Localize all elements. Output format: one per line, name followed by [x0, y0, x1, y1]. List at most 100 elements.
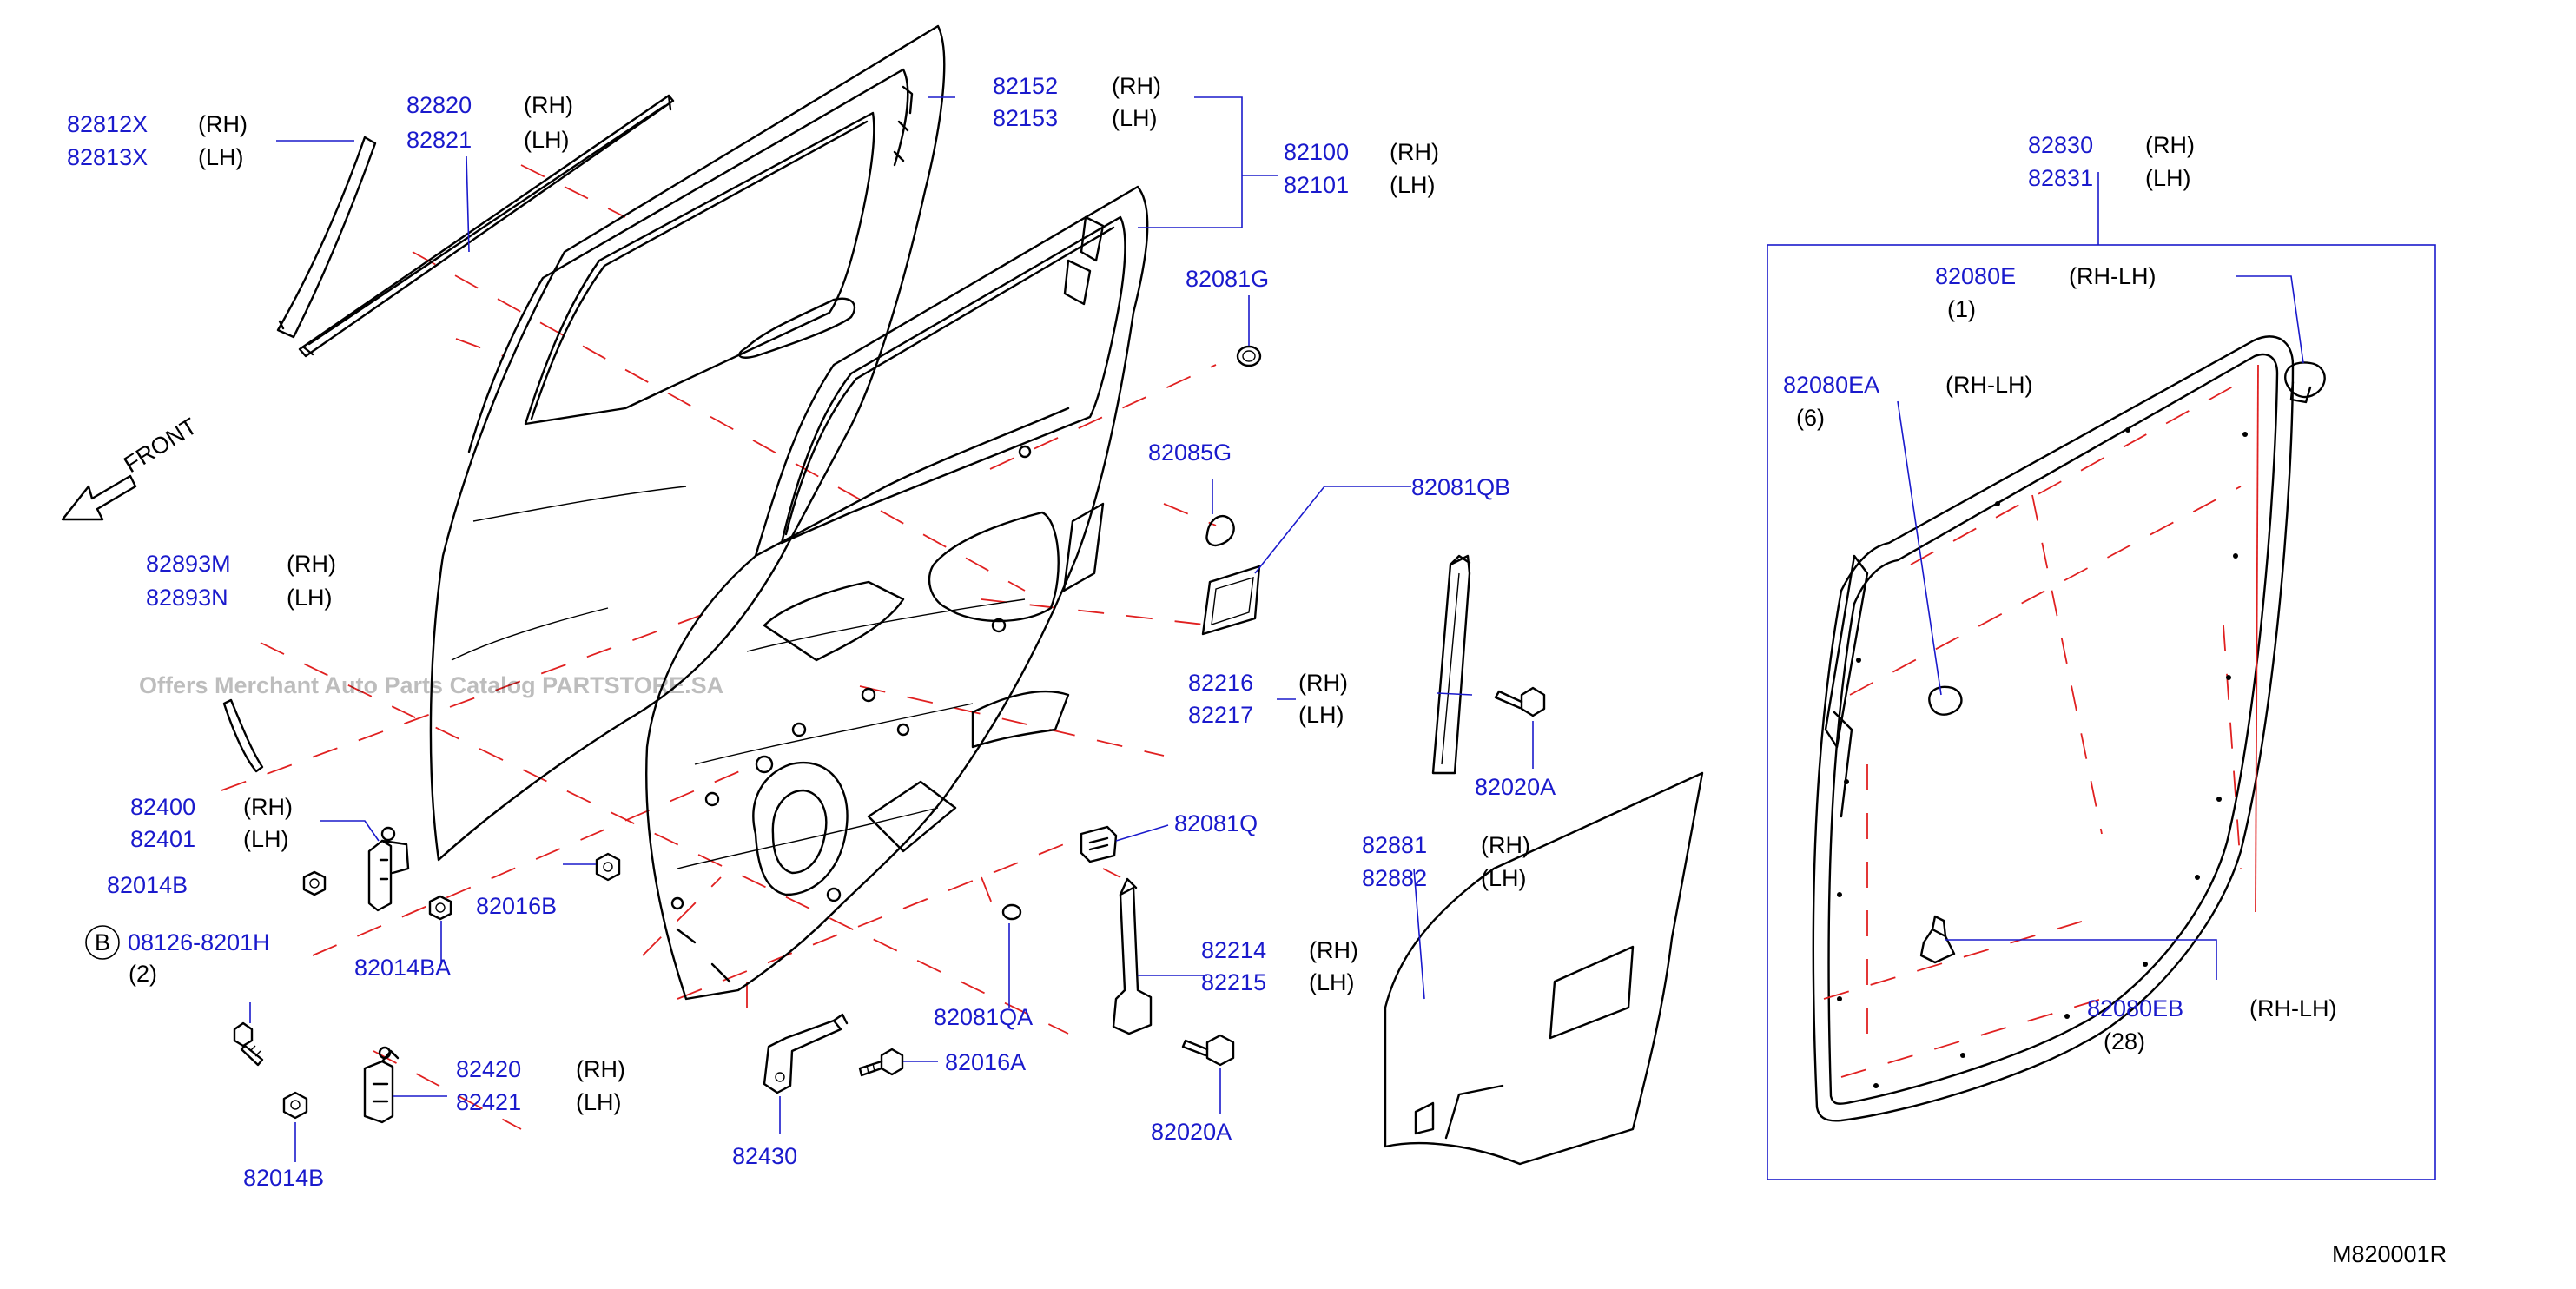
side-82217: (LH) [1298, 702, 1344, 728]
door-outside-weatherstrip-part [298, 94, 675, 358]
part-labels: 82812X (RH) 82813X (LH) 82820 (RH) 82821… [67, 73, 2447, 1267]
side-82881: (RH) [1481, 832, 1530, 858]
label-08126-8201H: 08126-8201H [128, 929, 270, 955]
qty-82080EA: (6) [1796, 405, 1825, 431]
bolt-82020a-top-part [1494, 686, 1546, 717]
lower-hinge-part [363, 1046, 400, 1124]
door-outer-panel [429, 24, 946, 862]
label-82820: 82820 [406, 92, 472, 118]
label-82100: 82100 [1284, 139, 1349, 165]
side-82215: (LH) [1309, 969, 1355, 995]
label-82430: 82430 [732, 1143, 797, 1169]
door-outer-moulding-part [276, 136, 377, 339]
qty-82080EB: (28) [2104, 1028, 2145, 1054]
label-82421: 82421 [456, 1089, 521, 1115]
label-82215: 82215 [1201, 969, 1266, 995]
side-82214: (RH) [1309, 937, 1358, 963]
side-82831: (LH) [2145, 165, 2191, 191]
door-inner-frame [645, 185, 1149, 1001]
side-82812X: (RH) [198, 111, 248, 137]
side-82420: (RH) [576, 1056, 625, 1082]
side-82216: (RH) [1298, 670, 1348, 696]
label-82821: 82821 [406, 127, 472, 153]
label-82831: 82831 [2028, 165, 2093, 191]
leader-lines [249, 96, 2304, 1162]
label-82080E: 82080E [1935, 263, 2016, 289]
side-82401: (LH) [243, 826, 289, 852]
side-82080EB: (RH-LH) [2249, 995, 2337, 1021]
label-82217: 82217 [1188, 702, 1253, 728]
label-82420: 82420 [456, 1056, 521, 1082]
cap-82085g-part [1205, 515, 1235, 547]
label-82893M: 82893M [146, 551, 231, 577]
label-82020A-bottom: 82020A [1151, 1119, 1232, 1145]
side-82153: (LH) [1112, 105, 1158, 131]
label-82081Q: 82081Q [1174, 810, 1258, 836]
side-82882: (LH) [1481, 865, 1527, 891]
label-82085G: 82085G [1148, 440, 1232, 466]
upper-hinge-part [367, 826, 410, 912]
side-82101: (LH) [1390, 172, 1436, 198]
side-82821: (LH) [524, 127, 570, 153]
label-82882: 82882 [1362, 865, 1427, 891]
side-82893M: (RH) [287, 551, 336, 577]
label-82014B-top: 82014B [107, 872, 188, 898]
side-82421: (LH) [576, 1089, 622, 1115]
label-82016A: 82016A [945, 1049, 1026, 1075]
label-82016B: 82016B [476, 893, 557, 919]
label-82152: 82152 [993, 73, 1058, 99]
front-arrow-icon [61, 474, 137, 521]
hinge-nut-part [302, 870, 327, 896]
label-82401: 82401 [130, 826, 195, 852]
bolt-08126-part [233, 1021, 264, 1067]
bolt-82020a-bottom-part [1181, 1034, 1235, 1067]
side-82813X: (LH) [198, 144, 244, 170]
b-circle-label: B [95, 929, 110, 955]
label-82080EA: 82080EA [1783, 372, 1879, 398]
side-82100: (RH) [1390, 139, 1439, 165]
seal-82081qb-part [1201, 565, 1261, 636]
label-82813X: 82813X [67, 144, 148, 170]
label-82893N: 82893N [146, 585, 228, 611]
side-82893N: (LH) [287, 585, 333, 611]
grommet-82081g-part [1236, 345, 1262, 367]
watermark: Offers Merchant Auto Parts Catalog PARTS… [139, 672, 723, 698]
qty-82080E: (1) [1947, 296, 1976, 322]
b-circle-icon [85, 925, 120, 960]
label-82101: 82101 [1284, 172, 1349, 198]
label-82216: 82216 [1188, 670, 1253, 696]
label-82014BA: 82014BA [354, 955, 451, 981]
label-82080EB: 82080EB [2087, 995, 2183, 1021]
bolt-82016b-part [595, 852, 621, 882]
front-label: FRONT [119, 413, 201, 478]
qty-08126: (2) [129, 961, 157, 987]
side-82820: (RH) [524, 92, 573, 118]
label-82153: 82153 [993, 105, 1058, 131]
door-sash-82214-part [1112, 877, 1153, 1035]
label-82014B-bottom: 82014B [243, 1165, 324, 1191]
label-82020A-top: 82020A [1475, 774, 1556, 800]
alignment-lines [221, 164, 1217, 1130]
door-trim-panel-part [1384, 771, 1704, 1166]
label-82812X: 82812X [67, 111, 148, 137]
label-82081QB: 82081QB [1411, 474, 1510, 500]
label-82214: 82214 [1201, 937, 1266, 963]
label-82081G: 82081G [1186, 266, 1269, 292]
label-82881: 82881 [1362, 832, 1427, 858]
label-82400: 82400 [130, 794, 195, 820]
side-82830: (RH) [2145, 132, 2195, 158]
door-sash-82216-part [1431, 554, 1471, 775]
plug-82081qa-part [1001, 903, 1022, 921]
clip-82081q-part [1080, 825, 1118, 863]
weatherstrip-box [1767, 244, 2436, 1180]
label-82830: 82830 [2028, 132, 2093, 158]
side-82400: (RH) [243, 794, 293, 820]
door-weatherstrip-piece [222, 698, 264, 773]
bolt-82016a-part [858, 1048, 904, 1077]
door-check-link-part [763, 1013, 849, 1094]
side-82080E: (RH-LH) [2069, 263, 2157, 289]
figure-code: M820001R [2332, 1241, 2447, 1267]
hinge-nut-ba-part [428, 895, 452, 921]
label-82081QA: 82081QA [934, 1004, 1033, 1030]
